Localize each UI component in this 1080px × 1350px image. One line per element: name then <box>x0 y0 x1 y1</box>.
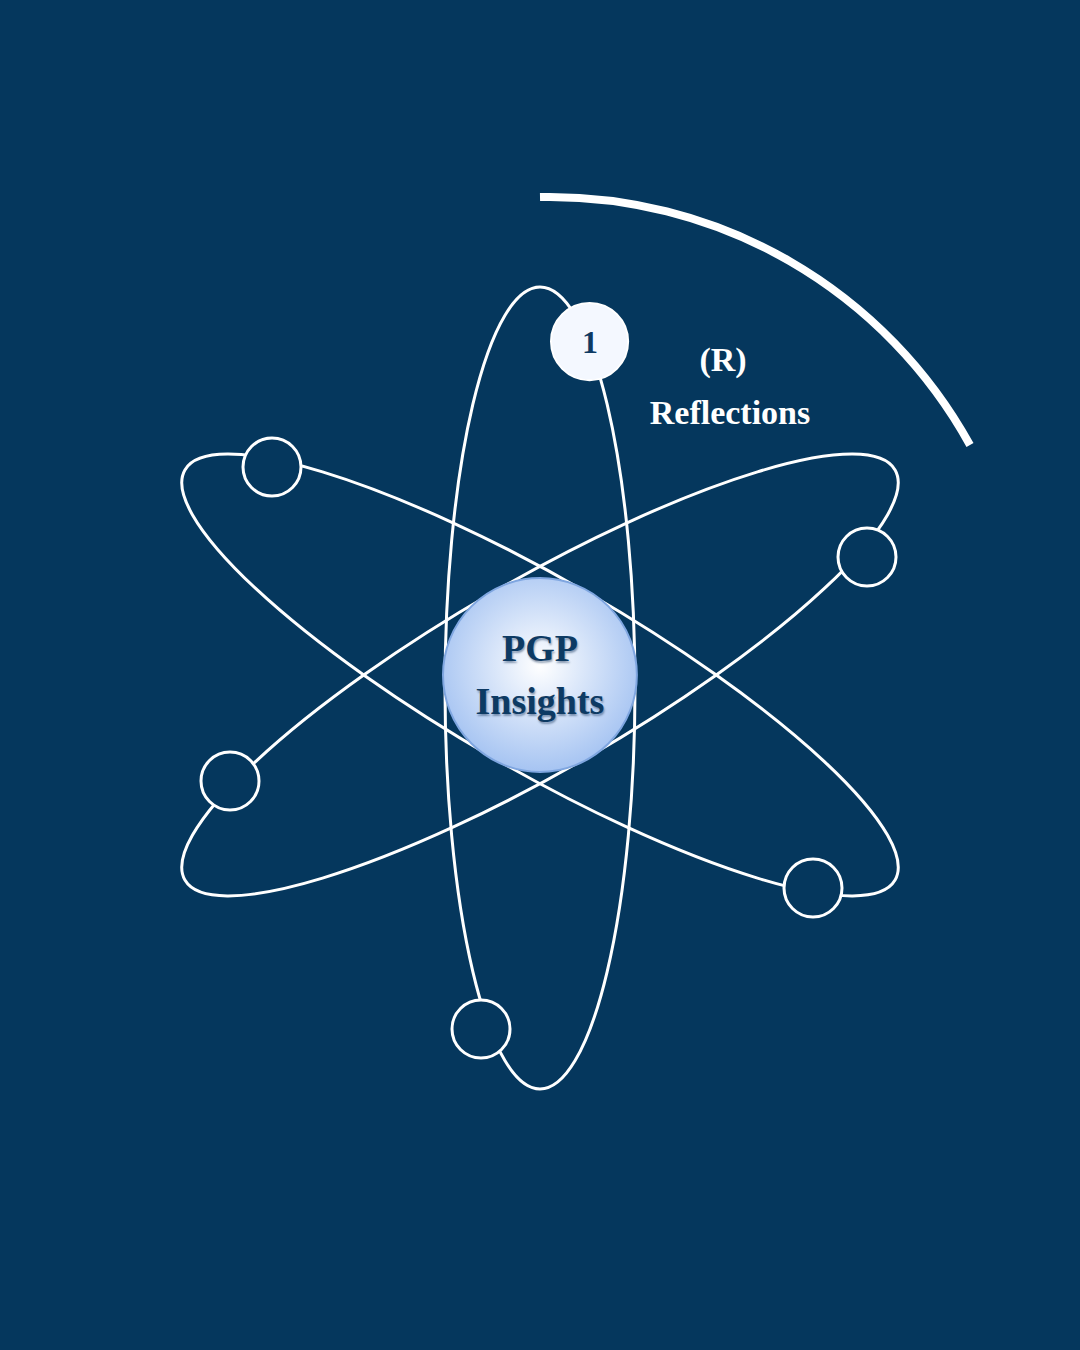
callout-number: 1 <box>550 302 629 381</box>
node-title: PGP Insights <box>465 622 615 728</box>
electron <box>838 528 896 586</box>
electron <box>452 1000 510 1058</box>
node-circle <box>551 303 628 380</box>
node-outline <box>442 577 638 773</box>
electron <box>243 438 301 496</box>
electron <box>201 752 259 810</box>
section-letter: (R) <box>699 341 746 379</box>
arc-bracket <box>540 197 970 445</box>
core-circle: PGP Insights <box>442 577 638 773</box>
node-circle <box>443 578 637 772</box>
section-label: Reflections <box>650 394 811 432</box>
orbit <box>137 388 942 963</box>
orbit <box>137 388 942 963</box>
callout-number: 1 <box>565 320 615 365</box>
electron <box>784 859 842 917</box>
